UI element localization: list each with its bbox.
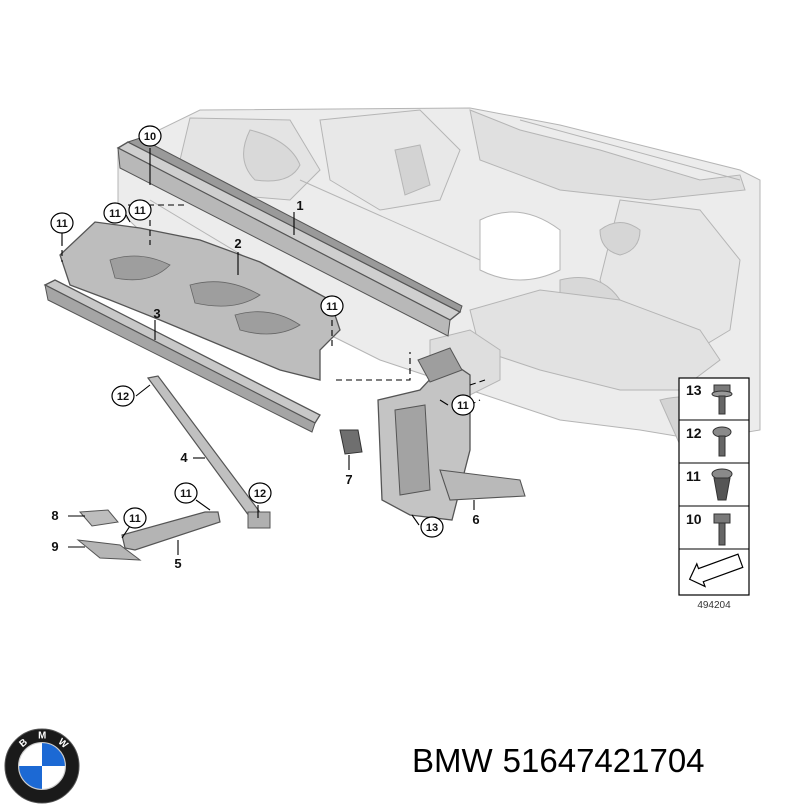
part-label-8: 8: [51, 508, 58, 523]
legend-label-10: 10: [686, 511, 702, 527]
part-label-4: 4: [180, 450, 188, 465]
part-label-5: 5: [174, 556, 181, 571]
svg-text:11: 11: [109, 208, 121, 220]
flange-bolt-icon: [711, 384, 733, 415]
part-label-9: 9: [51, 539, 58, 554]
part-label-6: 6: [472, 512, 479, 527]
svg-text:11: 11: [129, 513, 141, 525]
expanding-nut-icon: [711, 468, 733, 501]
svg-text:10: 10: [144, 131, 156, 143]
part-label-1: 1: [296, 198, 303, 213]
part-3-crossmember: [43, 279, 321, 433]
callout-13-carrier: 13: [420, 516, 444, 538]
callout-12-crossmember: 12: [111, 385, 135, 407]
callout-11-rail-mid: 11: [128, 199, 152, 221]
part-label-3: 3: [153, 306, 160, 321]
vehicle-body-background: [117, 107, 761, 446]
part-2-cover: [59, 221, 341, 381]
callout-12-strut-end: 12: [248, 482, 272, 504]
callout-11-carrier: 11: [451, 394, 475, 416]
svg-text:11: 11: [180, 488, 192, 500]
callout-11-rail-left: 11: [103, 202, 127, 224]
part-label-7: 7: [345, 472, 352, 487]
part-6-lock-carrier: [377, 347, 526, 521]
fastener-legend: 13 12 11 10: [678, 377, 750, 596]
svg-text:12: 12: [117, 391, 129, 403]
callout-11-cover-left: 11: [50, 212, 74, 234]
svg-text:11: 11: [326, 301, 338, 313]
svg-text:12: 12: [254, 488, 266, 500]
legend-label-11: 11: [686, 468, 701, 484]
part-8-clip: [78, 509, 119, 527]
svg-text:M: M: [38, 731, 46, 742]
bmw-logo-icon: B M W: [4, 728, 80, 804]
callout-11-strut: 11: [174, 482, 198, 504]
svg-text:11: 11: [56, 218, 68, 230]
legend-label-12: 12: [686, 425, 702, 441]
part-label-2: 2: [234, 236, 241, 251]
svg-text:11: 11: [457, 400, 469, 412]
callout-10-top: 10: [138, 125, 162, 147]
part-7-bracket: [339, 429, 363, 455]
hex-bolt-icon: [713, 513, 731, 546]
part-1-rail: [116, 137, 463, 337]
part-number: 51647421704: [502, 742, 705, 779]
callout-11-bracket: 11: [123, 507, 147, 529]
part-5-bracket: [121, 511, 221, 551]
brand-name: BMW: [412, 742, 493, 779]
screw-icon: [712, 426, 732, 457]
callout-11-cover-right: 11: [320, 295, 344, 317]
diagram-code: 494204: [697, 600, 731, 611]
svg-text:11: 11: [134, 205, 146, 217]
legend-label-13: 13: [686, 382, 702, 398]
svg-text:13: 13: [426, 522, 438, 534]
direction-arrow-icon: [688, 553, 744, 588]
part-9-clip: [76, 539, 142, 561]
part-4-strut: [146, 375, 271, 529]
